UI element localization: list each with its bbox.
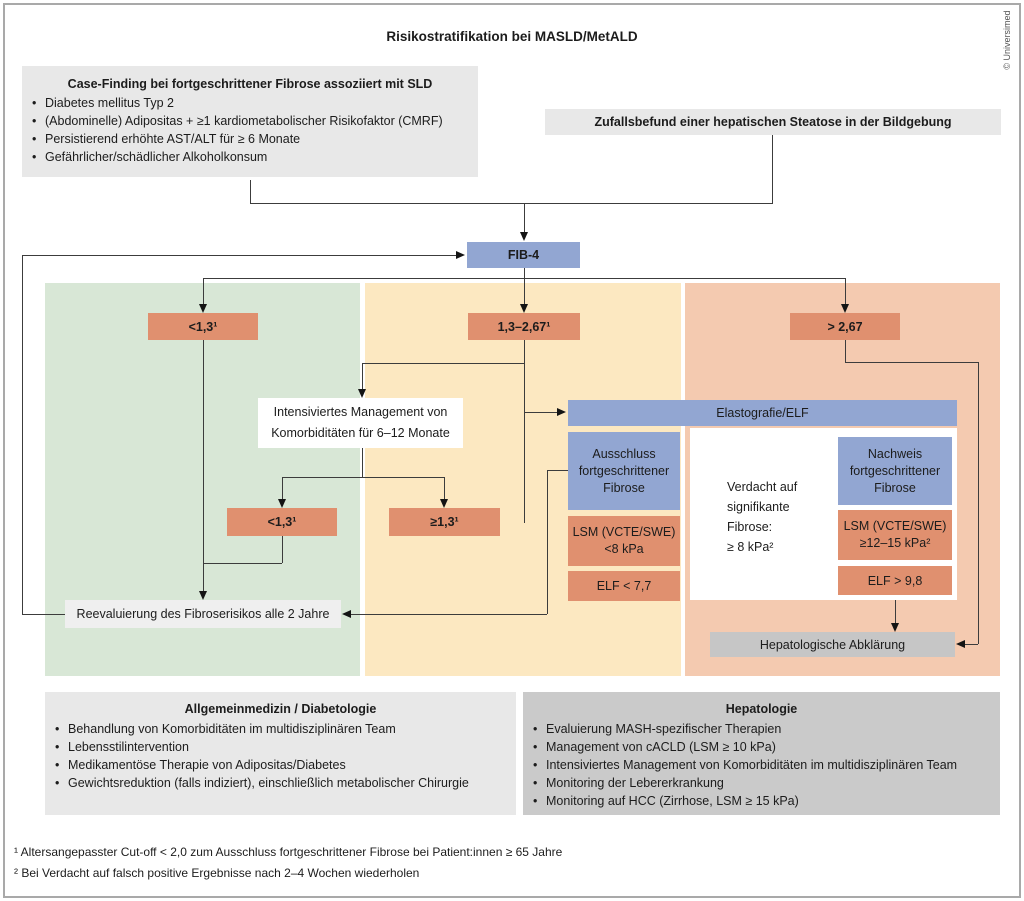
connector-line: [362, 363, 363, 390]
list-item: Intensiviertes Management von Komorbidit…: [533, 756, 992, 774]
connector-line: [547, 470, 548, 614]
arrow-right-icon: [557, 407, 566, 416]
connector-line: [845, 278, 846, 305]
fib4-result-high-box: > 2,67: [790, 313, 900, 340]
connector-line: [22, 255, 23, 614]
footnote-1: ¹ Altersangepasster Cut-off < 2,0 zum Au…: [14, 845, 563, 859]
lsm-low-box: LSM (VCTE/SWE) <8 kPa: [568, 516, 680, 566]
connector-line: [203, 278, 204, 305]
arrow-right-icon: [456, 250, 465, 259]
elf-low-box: ELF < 7,7: [568, 571, 680, 601]
list-item: Medikamentöse Therapie von Adipositas/Di…: [55, 756, 508, 774]
fib4-result-intermediate-box: 1,3–2,67¹: [468, 313, 580, 340]
list-item: Diabetes mellitus Typ 2: [32, 94, 470, 112]
connector-line: [250, 203, 773, 204]
arrow-left-icon: [956, 639, 965, 648]
reevaluation-box: Reevaluierung des Fibroserisikos alle 2 …: [65, 600, 341, 628]
arrow-down-icon: [519, 232, 528, 241]
connector-line: [282, 536, 283, 563]
suspicion-line4: ≥ 8 kPa²: [727, 540, 774, 554]
suspicion-line3: Fibrose:: [727, 520, 773, 534]
list-item: Evaluierung MASH-spezifischer Therapien: [533, 720, 992, 738]
elastography-bar: Elastografie/ELF: [568, 400, 957, 426]
connector-line: [282, 477, 444, 478]
list-item: (Abdominelle) Adipositas + ≥1 kardiometa…: [32, 112, 470, 130]
connector-line: [22, 255, 456, 256]
connector-line: [22, 614, 65, 615]
list-item: Monitoring der Lebererkrankung: [533, 774, 992, 792]
suspicion-line1: Verdacht auf: [727, 480, 798, 494]
arrow-left-icon: [342, 609, 351, 618]
connector-line: [282, 477, 283, 500]
connector-line: [524, 340, 525, 523]
arrow-down-icon: [890, 623, 899, 632]
hepatology-box: Hepatologie Evaluierung MASH-spezifische…: [523, 692, 1000, 815]
exclusion-fibrosis-box: Ausschluss fortgeschrittener Fibrose: [568, 432, 680, 510]
diagram-frame: [3, 3, 1021, 898]
case-finding-list: Diabetes mellitus Typ 2 (Abdominelle) Ad…: [22, 94, 478, 166]
connector-line: [203, 563, 282, 564]
primary-care-list: Behandlung von Komorbiditäten im multidi…: [45, 720, 516, 792]
list-item: Gefährlicher/schädlicher Alkoholkonsum: [32, 148, 470, 166]
connector-line: [250, 180, 251, 204]
connector-line: [524, 278, 525, 305]
list-item: Gewichtsreduktion (falls indiziert), ein…: [55, 774, 508, 792]
connector-line: [547, 470, 568, 471]
list-item: Management von cACLD (LSM ≥ 10 kPa): [533, 738, 992, 756]
list-item: Persistierend erhöhte AST/ALT für ≥ 6 Mo…: [32, 130, 470, 148]
arrow-down-icon: [198, 591, 207, 600]
connector-line: [524, 268, 525, 278]
connector-line: [444, 477, 445, 500]
lsm-high-box: LSM (VCTE/SWE) ≥12–15 kPa²: [838, 510, 952, 560]
incidental-finding-box: Zufallsbefund einer hepatischen Steatose…: [545, 109, 1001, 135]
arrow-down-icon: [277, 499, 286, 508]
interim-management-line2: Komorbiditäten für 6–12 Monate: [271, 426, 450, 440]
case-finding-box: Case-Finding bei fortgeschrittener Fibro…: [22, 66, 478, 177]
connector-line: [978, 362, 979, 644]
hepatology-referral-box: Hepatologische Abklärung: [710, 632, 955, 657]
primary-care-box: Allgemeinmedizin / Diabetologie Behandlu…: [45, 692, 516, 815]
interim-management-line1: Intensiviertes Management von: [273, 405, 448, 419]
connector-line: [965, 644, 978, 645]
interim-management-box: Intensiviertes Management von Komorbidit…: [258, 398, 463, 448]
significant-fibrosis-suspicion-text: Verdacht auf signifikante Fibrose: ≥ 8 k…: [727, 477, 837, 557]
suspicion-line2: signifikante: [727, 500, 790, 514]
confirmation-fibrosis-box: Nachweis fortgeschrittener Fibrose: [838, 437, 952, 505]
page-title: Risikostratifikation bei MASLD/MetALD: [386, 29, 638, 44]
fib4-result-low-box: <1,3¹: [148, 313, 258, 340]
connector-line: [362, 448, 363, 477]
connector-line: [845, 340, 846, 362]
arrow-down-icon: [439, 499, 448, 508]
arrow-down-icon: [357, 389, 366, 398]
arrow-down-icon: [840, 304, 849, 313]
arrow-down-icon: [519, 304, 528, 313]
hepatology-title: Hepatologie: [725, 702, 798, 716]
retest-result-low-box: <1,3¹: [227, 508, 337, 536]
connector-line: [362, 363, 524, 364]
connector-line: [203, 340, 204, 592]
list-item: Behandlung von Komorbiditäten im multidi…: [55, 720, 508, 738]
primary-care-title: Allgemeinmedizin / Diabetologie: [184, 702, 377, 716]
hepatology-list: Evaluierung MASH-spezifischer Therapien …: [523, 720, 1000, 810]
retest-result-high-box: ≥1,3¹: [389, 508, 500, 536]
connector-line: [845, 362, 978, 363]
case-finding-title: Case-Finding bei fortgeschrittener Fibro…: [67, 77, 433, 91]
list-item: Monitoring auf HCC (Zirrhose, LSM ≥ 15 k…: [533, 792, 992, 810]
connector-line: [524, 412, 558, 413]
footnote-2: ² Bei Verdacht auf falsch positive Ergeb…: [14, 866, 420, 880]
elf-high-box: ELF > 9,8: [838, 566, 952, 595]
footnotes: ¹ Altersangepasster Cut-off < 2,0 zum Au…: [14, 842, 562, 884]
list-item: Lebensstilintervention: [55, 738, 508, 756]
copyright-credit: © Universimed: [1002, 10, 1012, 70]
connector-line: [895, 600, 896, 624]
connector-line: [524, 203, 525, 233]
connector-line: [772, 135, 773, 204]
fib4-box: FIB-4: [467, 242, 580, 268]
arrow-down-icon: [198, 304, 207, 313]
connector-line: [351, 614, 547, 615]
